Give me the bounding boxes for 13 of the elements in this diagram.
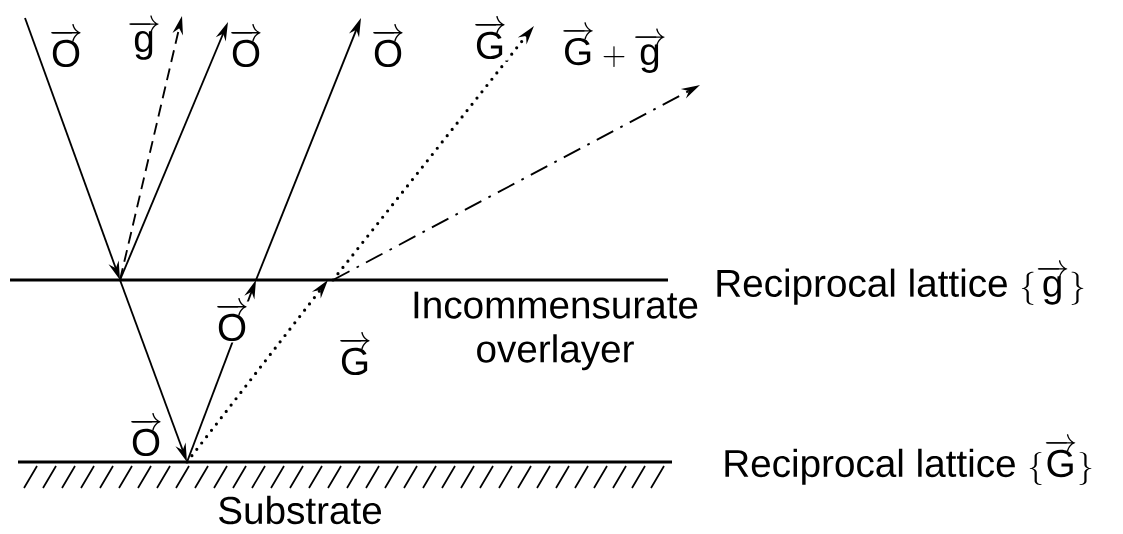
lattice-label: $\mbox{Reciprocal lattice }\{\overrightarrow{\mathrm{g}}\}$ [717, 260, 1084, 305]
vector-label: $\overrightarrow{\mathrm{O}}$ [228, 24, 264, 69]
vector-label: $\overrightarrow{\mathrm{O}}$ [370, 24, 406, 69]
vector-label: $\overrightarrow{\mathrm{G}}+\overrightarrow{\mathrm{g}}$ [560, 22, 668, 75]
vector-label: $\overrightarrow{\mathrm{O}}$ [128, 413, 164, 458]
vector-label: $\overrightarrow{\mathrm{O}}$ [48, 24, 84, 69]
layer-label: Incommensurate overlayer [414, 291, 698, 371]
vector-label: $\overrightarrow{\mathrm{O}}$ [214, 298, 250, 343]
vector-label: $\overrightarrow{\mathrm{g}}$ [126, 15, 162, 62]
vector-label: $\overrightarrow{\mathrm{G}}$ [472, 16, 508, 61]
lattice-label: $\mbox{Reciprocal lattice }\{\overrightarrow{\mathrm{G}}\}$ [725, 434, 1092, 486]
vector-label: $\overrightarrow{\mathrm{G}}$ [337, 332, 373, 377]
layer-label: Substrate [219, 495, 382, 525]
